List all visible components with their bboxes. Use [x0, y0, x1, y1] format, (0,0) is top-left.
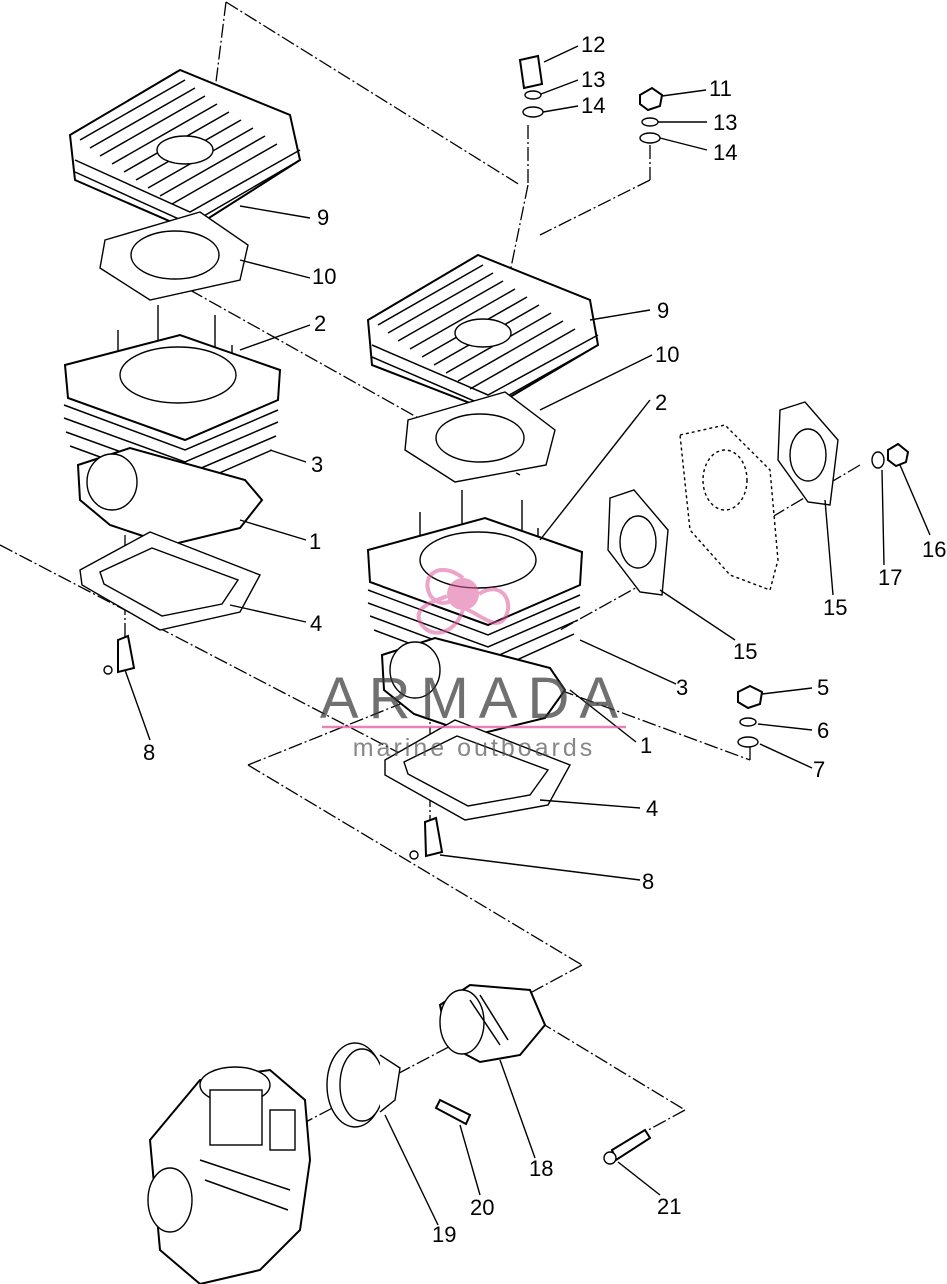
callout-21: 21 — [657, 1194, 681, 1219]
callout-4: 4 — [646, 796, 658, 821]
callout-9: 9 — [317, 205, 329, 230]
callout-16: 16 — [922, 537, 946, 562]
watermark: ARMADA marine outboards — [320, 567, 628, 762]
washers-nut-right — [871, 442, 910, 469]
callout-10: 10 — [312, 264, 336, 289]
callout-20: 20 — [470, 1195, 494, 1220]
callout-14: 14 — [713, 140, 737, 165]
stud-left — [103, 634, 136, 675]
stud-right — [409, 816, 444, 860]
cylinder-right — [366, 490, 584, 737]
callout-14: 14 — [581, 93, 605, 118]
base-gasket-right — [384, 719, 571, 821]
callout-1: 1 — [640, 733, 652, 758]
callout-1: 1 — [309, 529, 321, 554]
intake-bolt — [603, 1128, 652, 1165]
callout-7: 7 — [813, 757, 825, 782]
cylinder-head-right — [366, 253, 600, 412]
callout-12: 12 — [581, 32, 605, 57]
callout-13: 13 — [581, 67, 605, 92]
propeller-logo-icon — [416, 567, 511, 635]
watermark-brand: ARMADA — [320, 666, 628, 731]
leader-lines — [124, 45, 931, 1226]
head-gasket-left — [99, 211, 249, 301]
exhaust-flange-gasket-lower — [607, 489, 669, 596]
callout-3: 3 — [311, 452, 323, 477]
watermark-tagline: marine outboards — [353, 734, 596, 762]
base-gasket-left — [79, 531, 261, 631]
callout-3: 3 — [676, 675, 688, 700]
callout-4: 4 — [310, 611, 322, 636]
callout-10: 10 — [655, 342, 679, 367]
callout-8: 8 — [642, 869, 654, 894]
callout-15: 15 — [823, 595, 847, 620]
callout-17: 17 — [878, 565, 902, 590]
hose-clamp — [326, 1042, 401, 1128]
carburetor — [147, 1066, 312, 1284]
callout-labels: 12 13 14 11 13 14 9 10 2 3 1 4 8 9 10 2 … — [143, 32, 946, 1247]
exhaust-flange-gasket-upper — [777, 401, 839, 506]
clamp-screw — [434, 1098, 472, 1126]
callout-13: 13 — [713, 110, 737, 135]
cylinder-left — [63, 305, 282, 547]
callout-2: 2 — [655, 390, 667, 415]
callout-18: 18 — [529, 1156, 553, 1181]
intake-manifold — [438, 983, 547, 1064]
nut-washer-stack — [737, 684, 764, 748]
cylinder-head-left — [68, 68, 302, 232]
head-gasket-right — [404, 391, 556, 483]
callout-2: 2 — [314, 311, 326, 336]
callout-15: 15 — [733, 639, 757, 664]
callout-6: 6 — [817, 718, 829, 743]
exhaust-plate — [679, 424, 779, 591]
head-nut-hardware — [518, 54, 664, 144]
callout-19: 19 — [432, 1222, 456, 1247]
callout-9: 9 — [657, 298, 669, 323]
callout-8: 8 — [143, 740, 155, 765]
callout-5: 5 — [817, 675, 829, 700]
callout-11: 11 — [709, 76, 732, 101]
